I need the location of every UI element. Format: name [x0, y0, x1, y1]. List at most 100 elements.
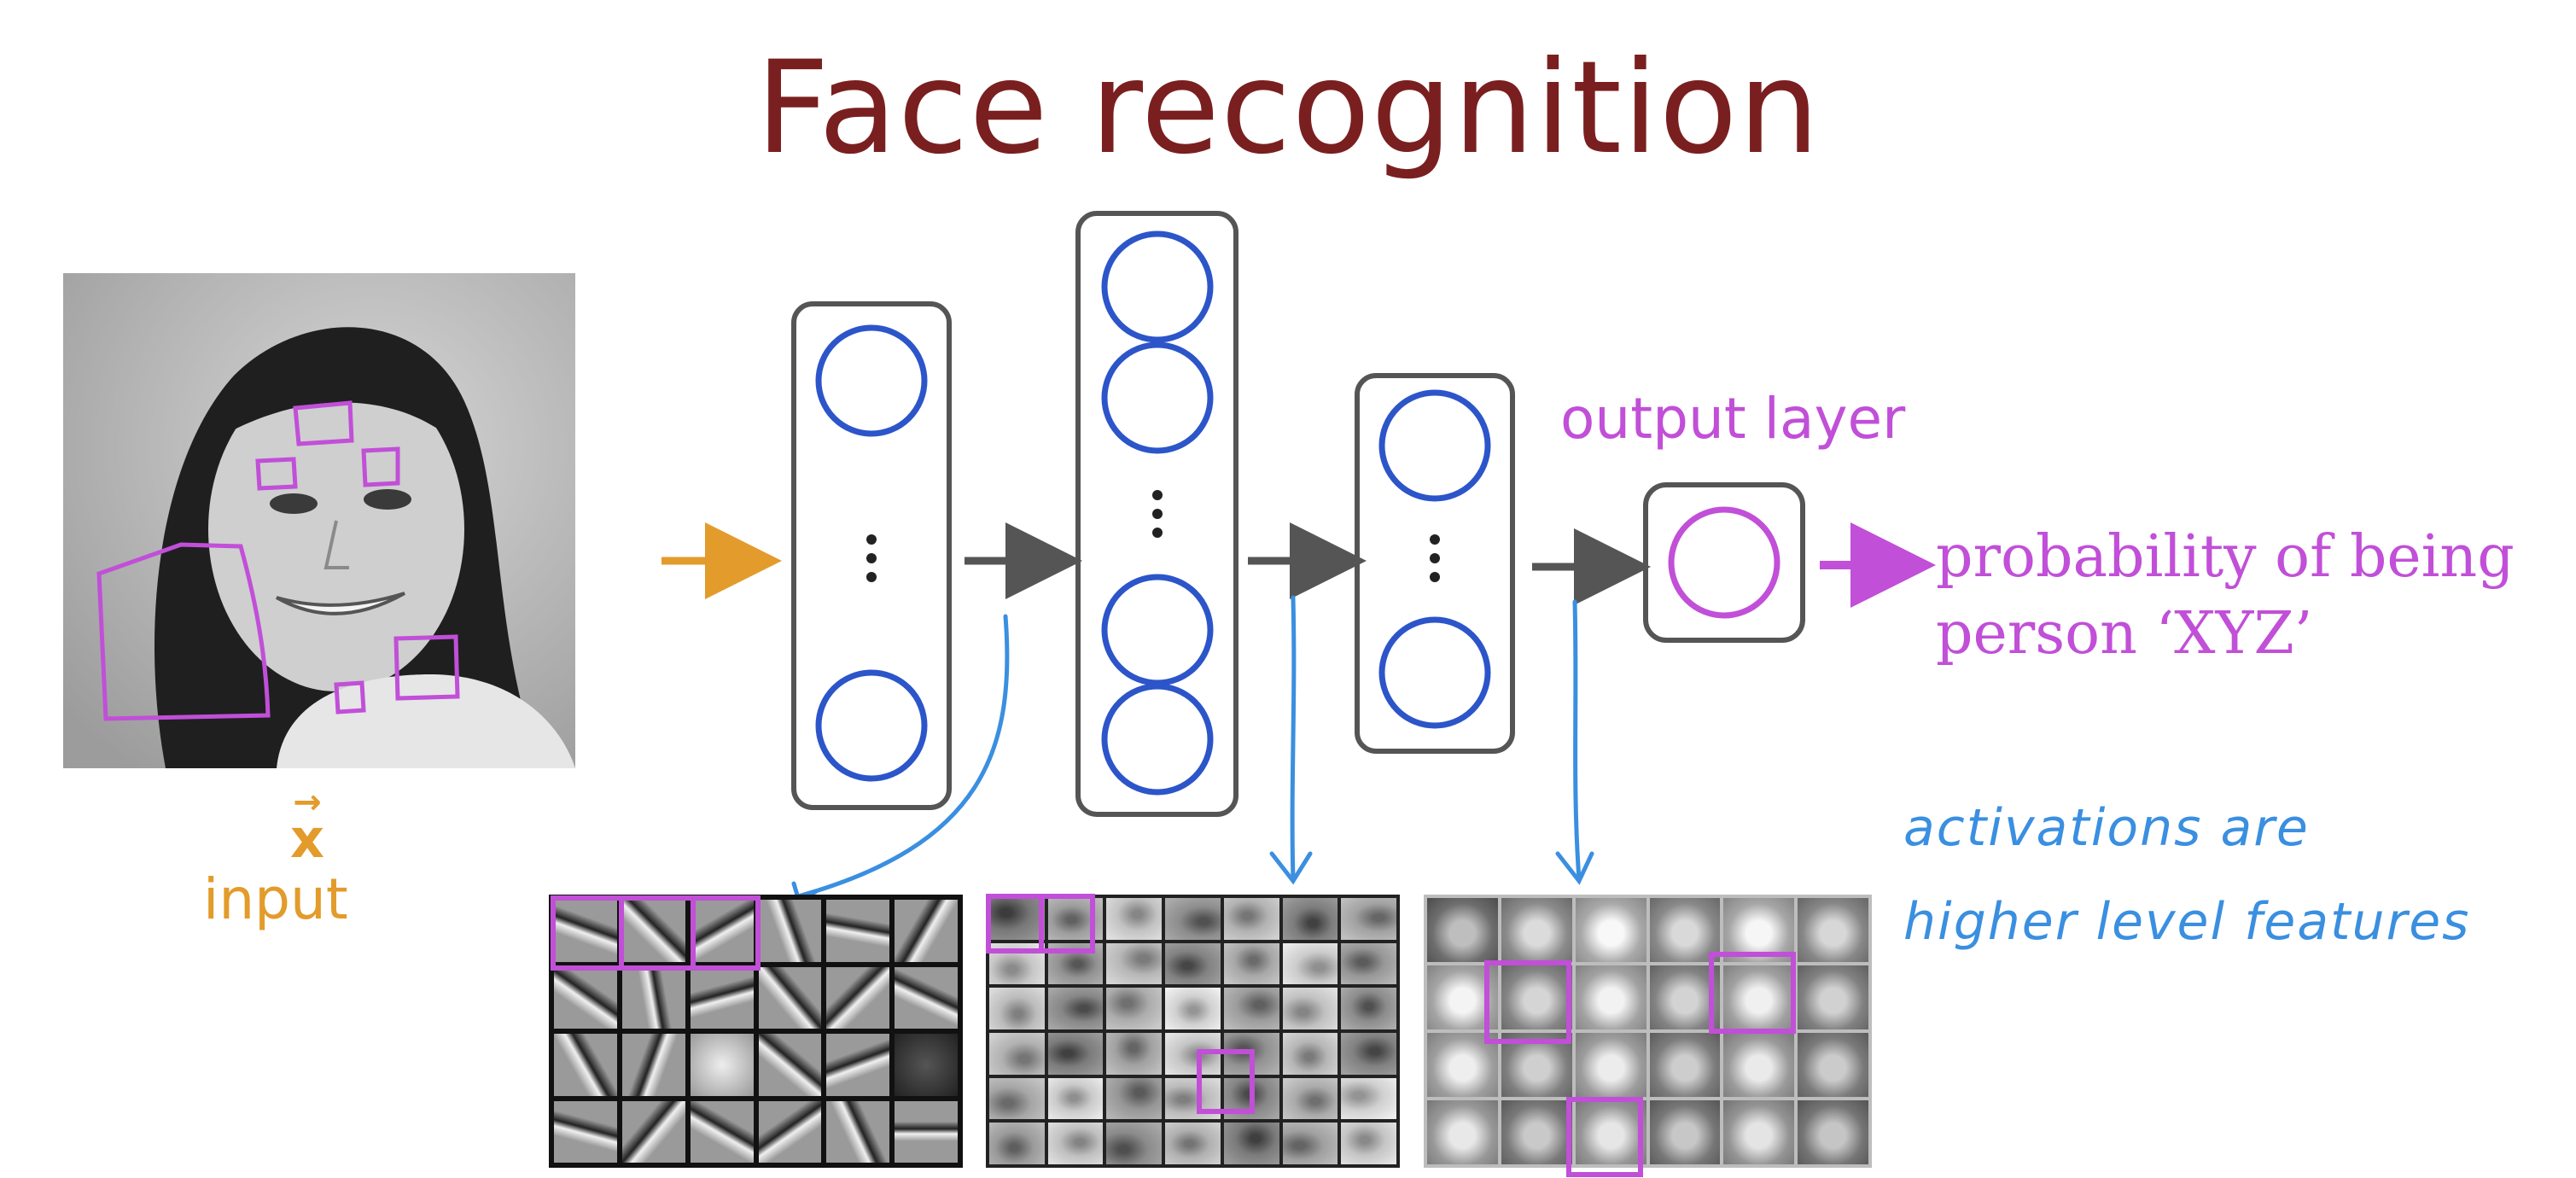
feature-cell — [1106, 898, 1163, 940]
feature-cell — [1427, 965, 1498, 1029]
feature-cell — [1223, 1077, 1279, 1120]
layer2-part-features-grid — [986, 895, 1400, 1168]
annotation-line: activations are — [1903, 798, 2310, 858]
layer1-edge-features-grid — [549, 895, 963, 1168]
feature-cell — [1341, 1033, 1396, 1075]
hidden-layer-2 — [1075, 211, 1238, 817]
input-symbol: x — [290, 808, 324, 870]
feature-cell — [621, 1034, 685, 1096]
feature-cell — [1282, 898, 1338, 940]
feature-cell — [1282, 1123, 1338, 1164]
feature-cell — [1427, 1100, 1498, 1164]
feature-cell — [1282, 942, 1338, 985]
layer3-face-features-grid — [1424, 895, 1872, 1168]
feature-cell — [690, 1100, 754, 1163]
feature-cell — [1106, 1123, 1163, 1164]
page-title: Face recognition — [755, 34, 1821, 183]
feature-cell — [690, 1034, 754, 1096]
feature-cell — [758, 966, 822, 1029]
feature-cell — [895, 1100, 958, 1163]
feature-cell — [1165, 1077, 1221, 1120]
feature-cell — [1223, 1123, 1279, 1164]
feature-cell — [1723, 965, 1795, 1029]
annotation-arrow-1 — [796, 614, 1010, 899]
feature-cell — [1798, 1100, 1868, 1164]
feature-cell — [1223, 942, 1279, 985]
feature-cell — [895, 966, 958, 1029]
ellipsis-icon — [1430, 534, 1440, 582]
feature-cell — [1575, 898, 1646, 962]
input-label: input — [203, 866, 348, 932]
feature-cell — [989, 1077, 1045, 1120]
feature-cell — [1723, 1100, 1795, 1164]
feature-cell — [554, 966, 617, 1029]
feature-cell — [1106, 942, 1163, 985]
feature-cell — [826, 900, 890, 962]
neuron — [1101, 574, 1214, 686]
feature-cell — [1501, 1033, 1572, 1097]
feature-cell — [1501, 1100, 1572, 1164]
output-description: probability of being person ‘XYZ’ — [1936, 519, 2515, 673]
feature-cell — [1047, 1033, 1104, 1075]
activations-annotation: activations are higher level features — [1903, 781, 2470, 969]
neuron — [1101, 341, 1214, 454]
neuron — [1378, 616, 1491, 729]
feature-cell — [758, 1034, 822, 1096]
annotation-arrow-3 — [1572, 599, 1582, 882]
feature-cell — [621, 900, 685, 962]
ellipsis-icon — [1152, 490, 1163, 538]
feature-cell — [1341, 898, 1396, 940]
feature-cell — [1047, 898, 1104, 940]
feature-cell — [1282, 1077, 1338, 1120]
feature-cell — [1649, 1100, 1721, 1164]
feature-cell — [1165, 988, 1221, 1029]
feature-cell — [1165, 1123, 1221, 1164]
output-text-line: person ‘XYZ’ — [1936, 600, 2313, 668]
feature-cell — [1575, 1033, 1646, 1097]
feature-cell — [1165, 898, 1221, 940]
feature-cell — [895, 1034, 958, 1096]
feature-cell — [989, 1123, 1045, 1164]
hidden-layer-1 — [791, 301, 952, 810]
feature-cell — [989, 898, 1045, 940]
neuron — [815, 669, 928, 782]
feature-cell — [621, 966, 685, 1029]
feature-cell — [1723, 898, 1795, 962]
feature-cell — [1223, 898, 1279, 940]
feature-cell — [1649, 965, 1721, 1029]
output-layer — [1643, 482, 1805, 643]
ellipsis-icon — [866, 534, 877, 582]
feature-cell — [1341, 942, 1396, 985]
feature-cell — [826, 1034, 890, 1096]
feature-cell — [1427, 898, 1498, 962]
feature-cell — [1047, 1123, 1104, 1164]
feature-cell — [1501, 898, 1572, 962]
feature-cell — [1798, 1033, 1868, 1097]
feature-cell — [690, 900, 754, 962]
feature-cell — [1165, 1033, 1221, 1075]
feature-cell — [989, 988, 1045, 1029]
feature-cell — [621, 1100, 685, 1163]
feature-cell — [1047, 942, 1104, 985]
feature-cell — [1106, 1077, 1163, 1120]
feature-cell — [826, 1100, 890, 1163]
feature-cell — [1575, 965, 1646, 1029]
feature-cell — [690, 966, 754, 1029]
feature-cell — [1282, 988, 1338, 1029]
feature-cell — [1649, 1033, 1721, 1097]
feature-cell — [758, 1100, 822, 1163]
feature-cell — [1165, 942, 1221, 985]
annotation-line: higher level features — [1903, 892, 2471, 952]
feature-cell — [554, 1034, 617, 1096]
feature-cell — [1341, 1123, 1396, 1164]
feature-cell — [1649, 898, 1721, 962]
feature-cell — [1047, 988, 1104, 1029]
neuron — [815, 324, 928, 437]
feature-cell — [1798, 965, 1868, 1029]
feature-cell — [1341, 988, 1396, 1029]
hidden-layer-3 — [1355, 373, 1515, 754]
feature-cell — [1427, 1033, 1498, 1097]
feature-cell — [1575, 1100, 1646, 1164]
output-text-line: probability of being — [1936, 523, 2515, 591]
feature-cell — [1106, 988, 1163, 1029]
